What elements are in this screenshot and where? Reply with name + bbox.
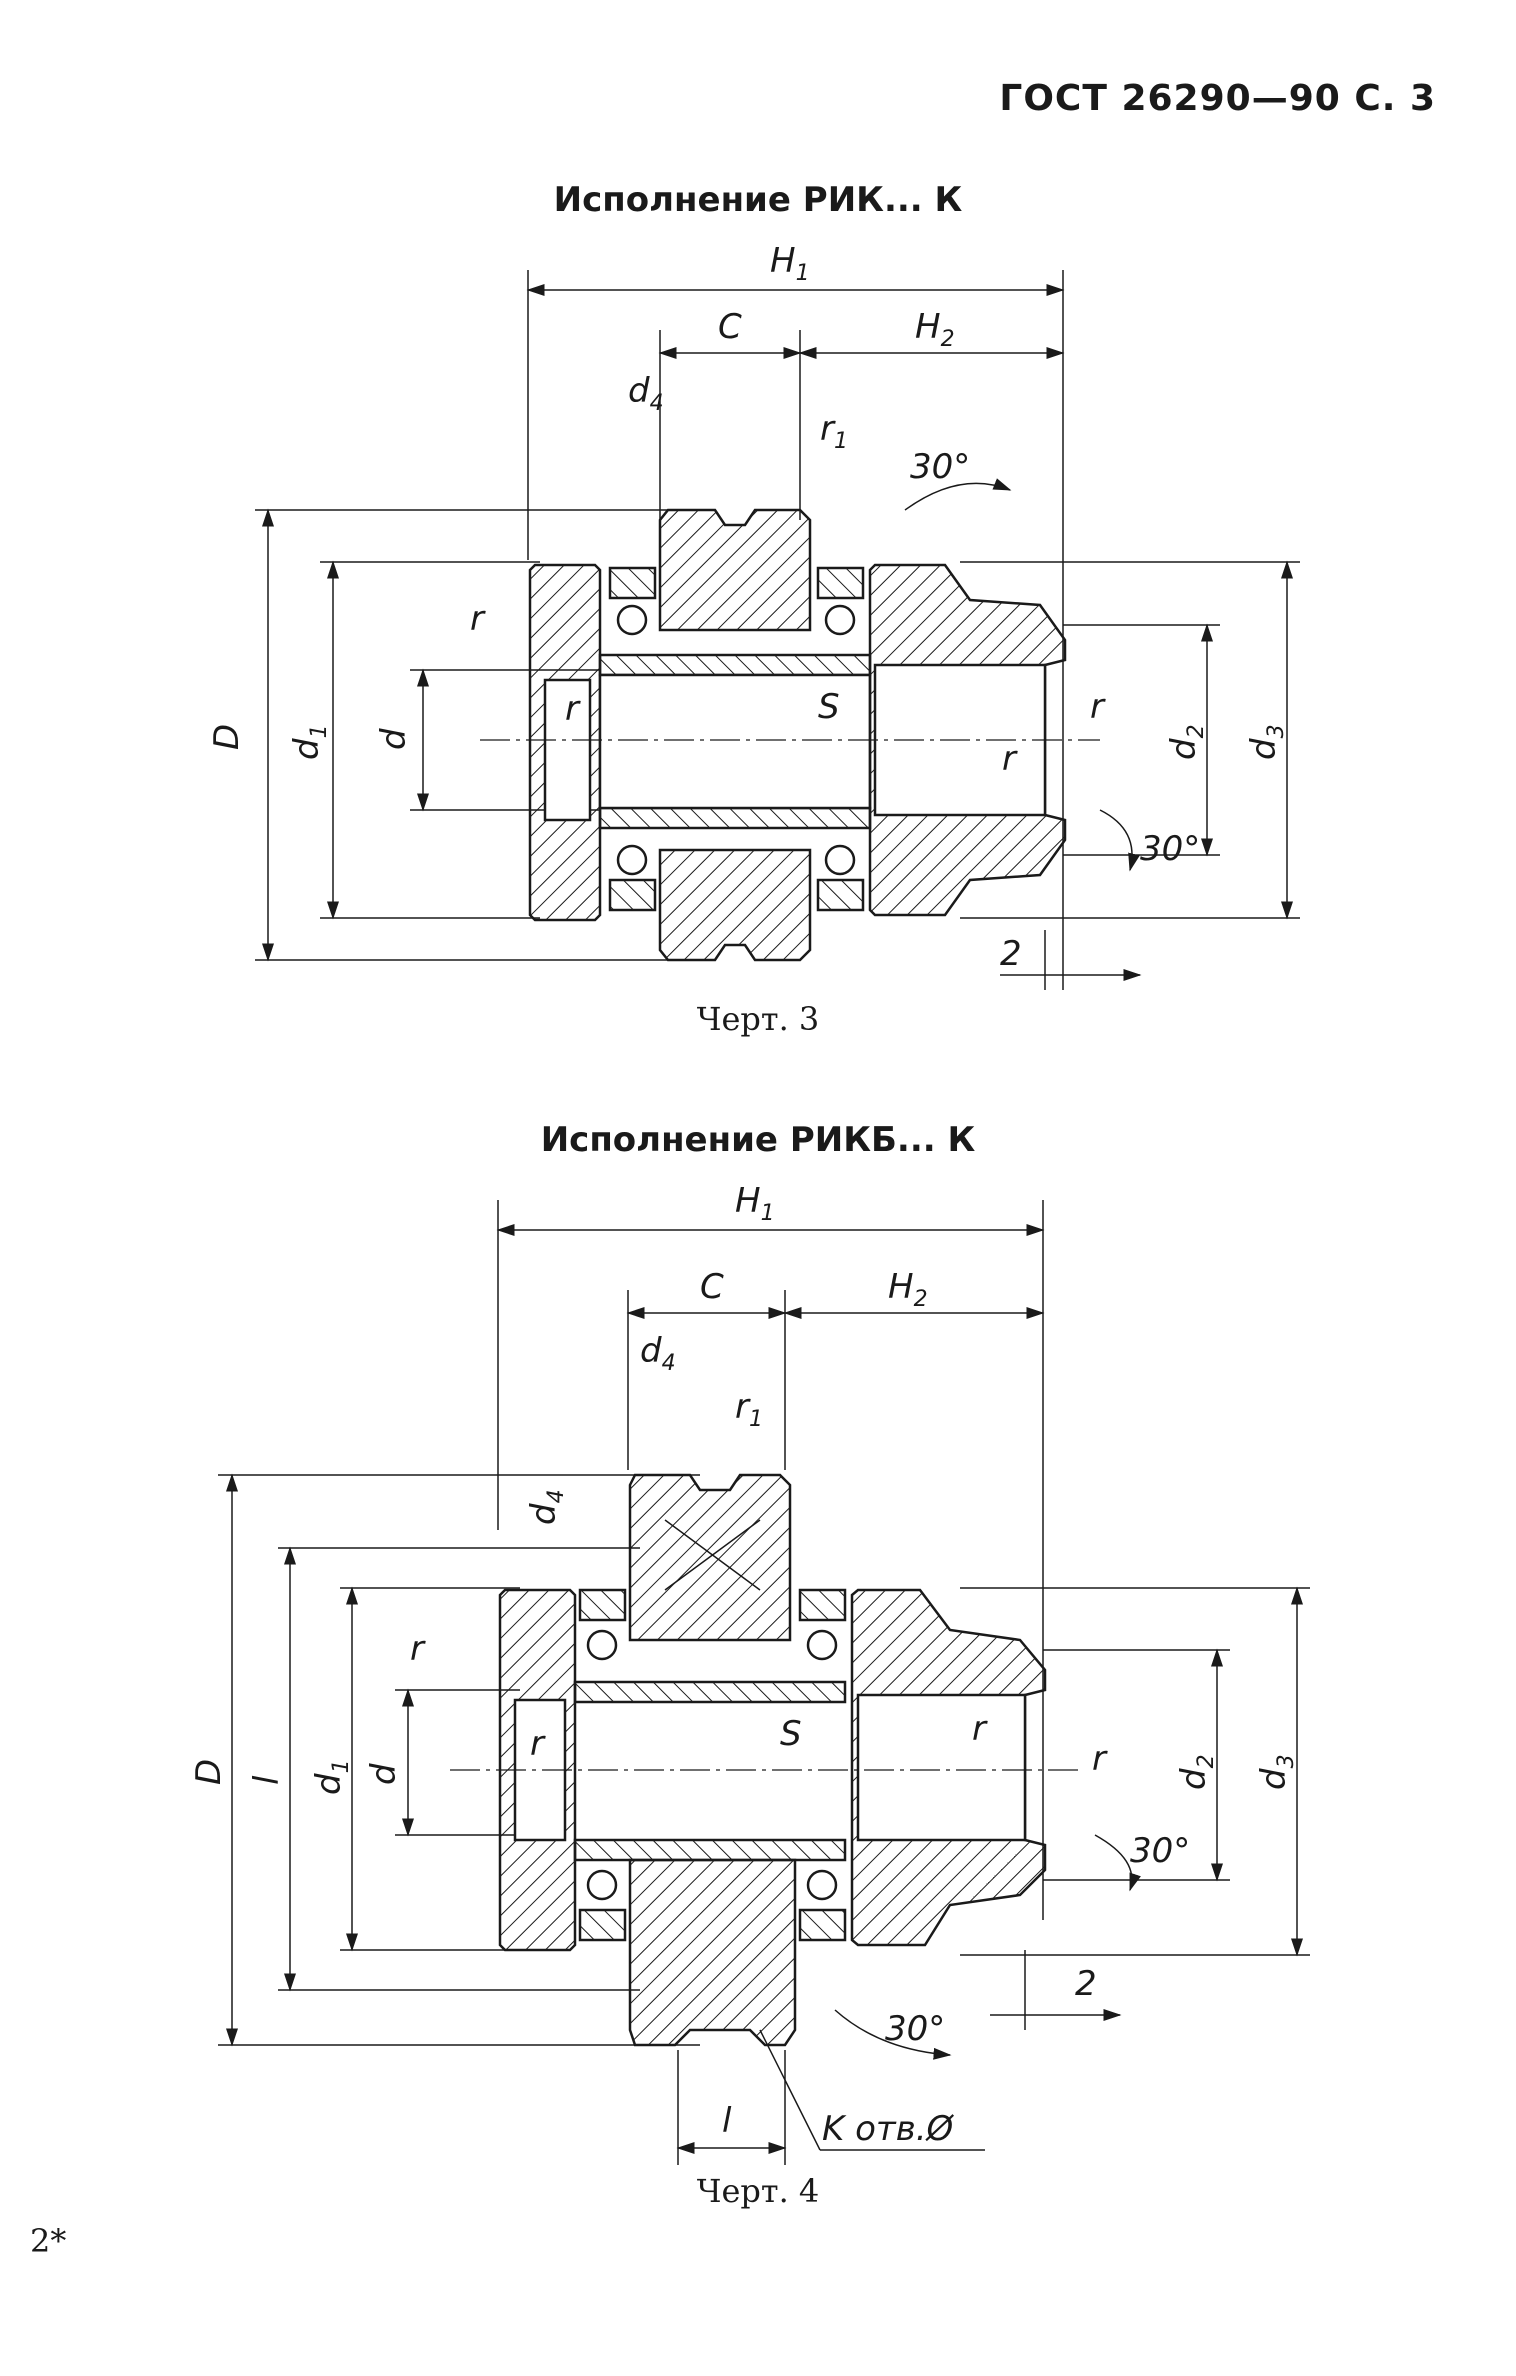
label-r-inner: r — [565, 689, 581, 729]
label-two: 2 — [1000, 934, 1022, 974]
label-angle-bottom: 30° — [885, 2009, 945, 2049]
label-l: l — [722, 2101, 732, 2141]
label-d3: d3 — [1254, 1754, 1299, 1790]
label-h2: H2 — [888, 1267, 928, 1312]
figure-4-title: Исполнение РИКБ... К — [540, 1120, 976, 1160]
label-d4-side: d4 — [524, 1489, 569, 1525]
label-angle-bottom: 30° — [1140, 829, 1200, 869]
label-c: C — [718, 307, 742, 347]
label-r-right-outer: r — [1090, 687, 1106, 727]
label-c: C — [700, 1267, 724, 1307]
label-r-right-outer: r — [1092, 1739, 1108, 1779]
figure-3-labels: H1 C H2 d4 r1 r r S r r D d1 d d2 d3 30°… — [207, 241, 1289, 974]
label-d3: d3 — [1244, 724, 1289, 760]
label-d4: d4 — [640, 1331, 676, 1376]
label-two: 2 — [1075, 1964, 1097, 2004]
label-d2: d2 — [1164, 724, 1209, 760]
label-d4: d4 — [628, 371, 664, 416]
label-r-left: r — [410, 1629, 426, 1669]
label-h2: H2 — [915, 307, 955, 352]
figure-3-drawing: H1 C H2 d4 r1 r r S r r D d1 d d2 d3 30°… — [207, 241, 1300, 990]
label-d1: d1 — [287, 724, 332, 760]
label-r-right: r — [972, 1709, 988, 1749]
label-r1: r1 — [820, 409, 848, 454]
label-h1: H1 — [735, 1181, 775, 1226]
figure-4-labels: H1 C H2 d4 r1 d4 r r S r r D l d1 d d2 d… — [189, 1181, 1299, 2149]
label-d: d — [374, 728, 414, 750]
figure-4-geometry — [218, 1200, 1310, 2165]
figure-4-caption: Черт. 4 — [696, 2172, 820, 2210]
label-r-right: r — [1002, 739, 1018, 779]
label-hole: K отв.Ø — [822, 2109, 955, 2149]
label-angle-top: 30° — [910, 447, 970, 487]
label-D: D — [189, 1759, 229, 1785]
label-d1: d1 — [309, 1759, 354, 1795]
figure-3-caption: Черт. 3 — [696, 1000, 820, 1038]
label-d2: d2 — [1174, 1754, 1219, 1790]
label-D: D — [207, 724, 247, 750]
figure-4-drawing: H1 C H2 d4 r1 d4 r r S r r D l d1 d d2 d… — [189, 1181, 1310, 2165]
label-l-big: l — [247, 1775, 287, 1785]
label-r1: r1 — [735, 1387, 763, 1432]
label-angle-right: 30° — [1130, 1831, 1190, 1871]
label-r-inner: r — [530, 1724, 546, 1764]
page-header: ГОСТ 26290—90 С. 3 — [999, 78, 1436, 119]
label-d: d — [364, 1763, 404, 1785]
label-s: S — [818, 687, 840, 727]
label-r-left: r — [470, 599, 486, 639]
figure-3-title: Исполнение РИК... К — [553, 180, 963, 220]
page-mark: 2* — [30, 2222, 67, 2260]
label-h1: H1 — [770, 241, 810, 286]
label-s: S — [780, 1714, 802, 1754]
figure-3-geometry — [255, 270, 1300, 990]
